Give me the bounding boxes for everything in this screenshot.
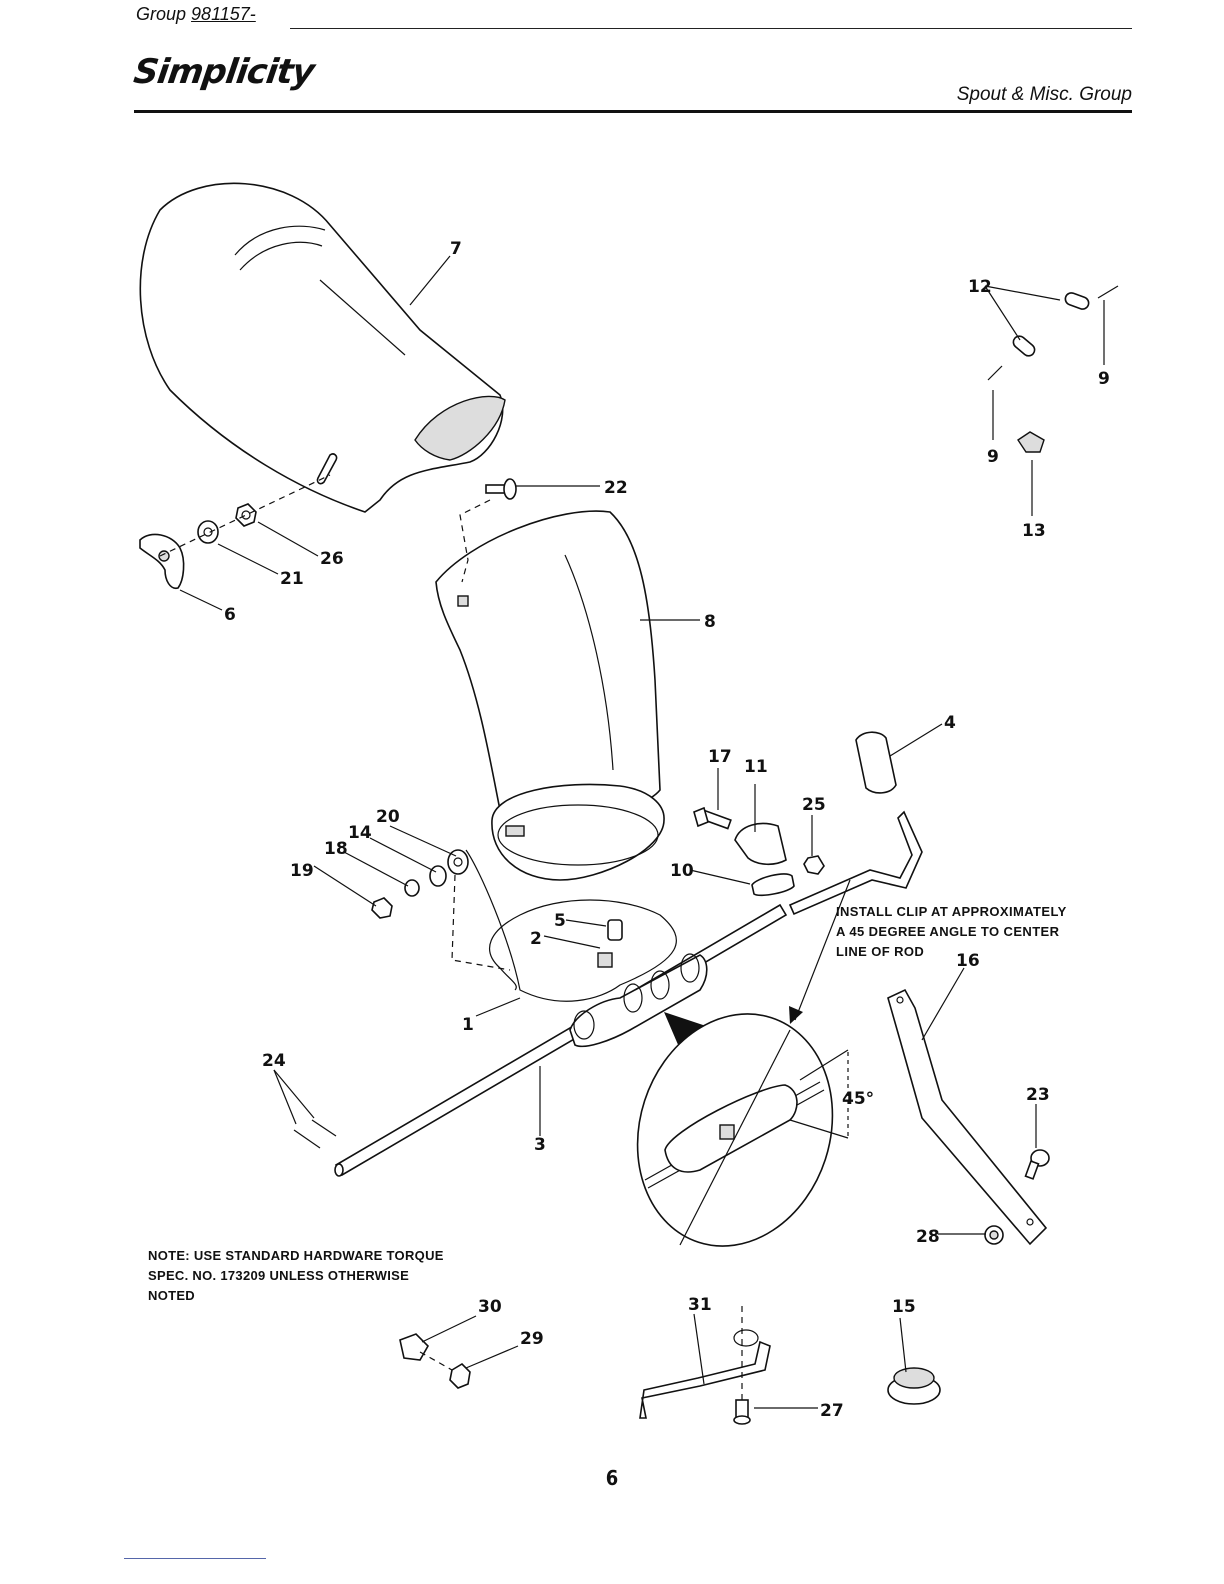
part-4-grip xyxy=(856,732,896,793)
callout-28: 28 xyxy=(916,1227,940,1247)
assembly-line-30 xyxy=(420,1352,452,1370)
part-13-clip xyxy=(1018,432,1044,452)
page-number: 6 xyxy=(0,1466,1224,1490)
callout-12: 12 xyxy=(968,277,992,297)
callout-19: 19 xyxy=(290,861,314,881)
angle-label: 45° xyxy=(842,1089,874,1109)
callout-27: 27 xyxy=(820,1401,844,1421)
assembly-line-20 xyxy=(452,875,510,970)
callout-13: 13 xyxy=(1022,521,1046,541)
callout-22: 22 xyxy=(604,478,628,498)
part-10-coupler xyxy=(752,874,794,895)
part-2-clip xyxy=(598,953,612,967)
torque-note: NOTE: USE STANDARD HARDWARE TORQUE SPEC.… xyxy=(148,1246,448,1306)
callout-15: 15 xyxy=(892,1297,916,1317)
part-6-handle xyxy=(140,534,184,588)
part-22-bolt xyxy=(486,479,516,499)
instruction-line-3: LINE OF ROD xyxy=(836,944,924,959)
part-26-nut xyxy=(236,504,256,526)
callout-6: 6 xyxy=(224,605,236,625)
callout-8: 8 xyxy=(704,612,716,632)
callout-17: 17 xyxy=(708,747,732,767)
part-17-bolt xyxy=(694,808,731,829)
part-15-cap xyxy=(888,1368,940,1404)
part-23-knob xyxy=(1026,1150,1049,1179)
callout-1: 1 xyxy=(462,1015,474,1035)
callout-23: 23 xyxy=(1026,1085,1050,1105)
instruction-arrowhead xyxy=(789,1006,803,1024)
detail-view xyxy=(608,988,862,1271)
part-30-fitting xyxy=(400,1334,428,1360)
callout-26: 26 xyxy=(320,549,344,569)
callout-9-left: 9 xyxy=(987,447,999,467)
part-25-nut xyxy=(804,856,824,874)
part-11-bracket xyxy=(735,824,786,865)
callout-25: 25 xyxy=(802,795,826,815)
callout-5: 5 xyxy=(554,911,566,931)
callout-31: 31 xyxy=(688,1295,712,1315)
part-24-cotter-pins xyxy=(294,1120,336,1148)
part-31-rod xyxy=(640,1330,770,1418)
part-7-spout-deflector xyxy=(140,183,505,512)
callout-21: 21 xyxy=(280,569,304,589)
part-19-nut xyxy=(372,898,392,918)
callout-29: 29 xyxy=(520,1329,544,1349)
callout-20: 20 xyxy=(376,807,400,827)
part-27-screw xyxy=(734,1400,750,1424)
part-18-lockwasher xyxy=(405,880,419,896)
instruction-line-1: INSTALL CLIP AT APPROXIMATELY xyxy=(836,904,1067,919)
callout-11: 11 xyxy=(744,757,768,777)
footer-rule xyxy=(124,1558,266,1559)
callout-2: 2 xyxy=(530,929,542,949)
part-21-washer xyxy=(198,521,218,543)
callout-3: 3 xyxy=(534,1135,546,1155)
part-14-washer xyxy=(430,866,446,886)
instruction-line-2: A 45 DEGREE ANGLE TO CENTER xyxy=(836,924,1060,939)
callout-30: 30 xyxy=(478,1297,502,1317)
callout-16: 16 xyxy=(956,951,980,971)
callout-18: 18 xyxy=(324,839,348,859)
callout-14: 14 xyxy=(348,823,372,843)
callout-9-right: 9 xyxy=(1098,369,1110,389)
part-16-bracket xyxy=(888,990,1046,1244)
callout-7: 7 xyxy=(450,239,462,259)
part-8-spout xyxy=(436,511,664,880)
part-28-nut xyxy=(985,1226,1003,1244)
callout-24: 24 xyxy=(262,1051,286,1071)
part-5-bolt xyxy=(608,920,622,940)
callout-4: 4 xyxy=(944,713,956,733)
part-12-pins xyxy=(1011,291,1090,358)
callout-10: 10 xyxy=(670,861,694,881)
part-9-springs xyxy=(988,286,1118,380)
